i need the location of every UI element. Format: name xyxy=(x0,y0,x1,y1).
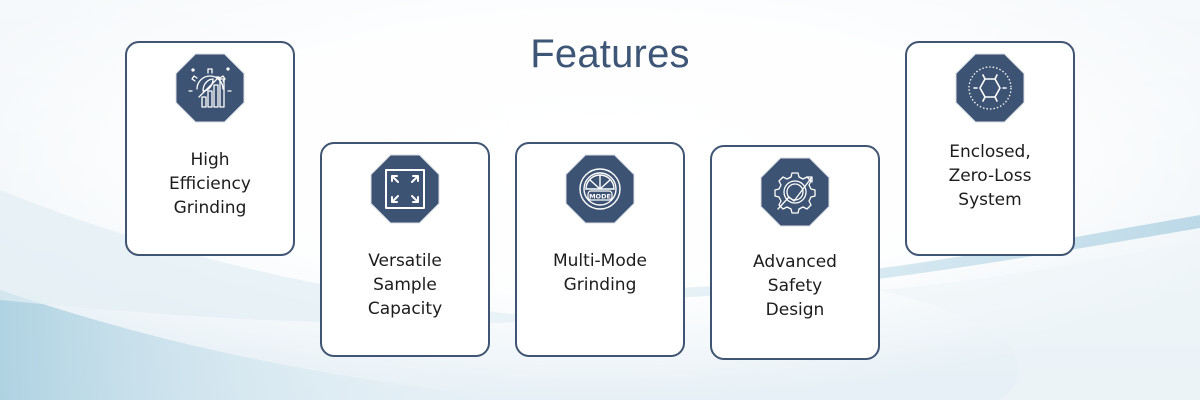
hexagon-molecule-icon xyxy=(955,53,1025,123)
feature-label: High Efficiency Grinding xyxy=(169,150,251,218)
gear-trend-arrow-icon xyxy=(760,157,830,227)
mode-dial-icon: MODE xyxy=(565,154,635,224)
feature-card-multi-mode-grinding: MODE Multi-Mode Grinding xyxy=(515,142,685,357)
gear-growth-chart-icon xyxy=(175,53,245,123)
page-title: Features xyxy=(530,32,690,76)
feature-card-advanced-safety-design: Advanced Safety Design xyxy=(710,145,880,360)
feature-card-enclosed-zero-loss-system: Enclosed, Zero-Loss System xyxy=(905,41,1075,256)
expand-arrows-icon xyxy=(370,154,440,224)
feature-label: Multi-Mode Grinding xyxy=(552,251,647,295)
feature-card-versatile-sample-capacity: Versatile Sample Capacity xyxy=(320,142,490,357)
feature-card-high-efficiency-grinding: High Efficiency Grinding xyxy=(125,41,295,256)
feature-label: Enclosed, Zero-Loss System xyxy=(948,142,1032,210)
feature-label: Advanced Safety Design xyxy=(753,252,837,320)
feature-label: Versatile Sample Capacity xyxy=(367,251,443,319)
svg-text:MODE: MODE xyxy=(589,193,611,201)
